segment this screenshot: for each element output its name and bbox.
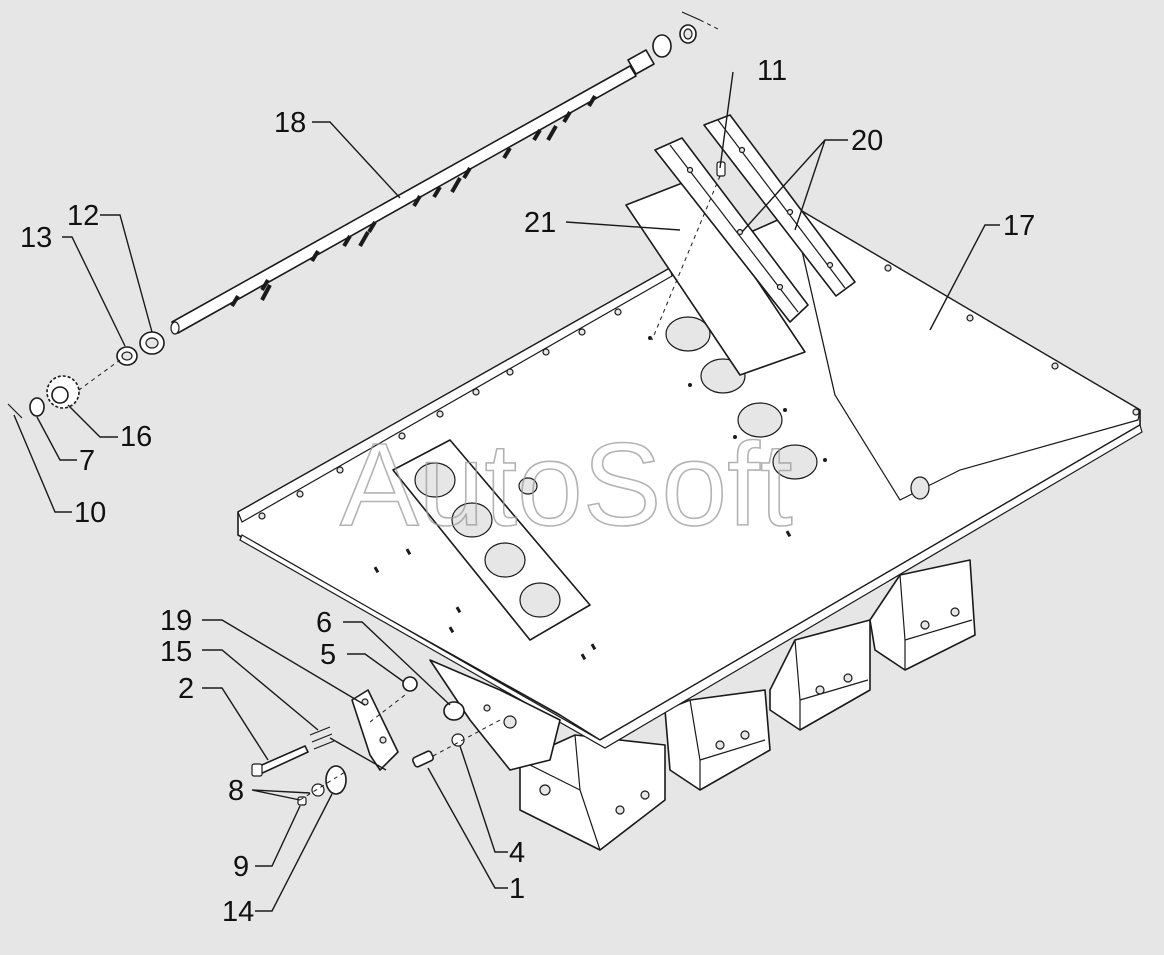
nut-4 bbox=[451, 733, 465, 747]
housing-3 bbox=[769, 619, 871, 731]
shaft-tines bbox=[230, 94, 597, 308]
washer-7 bbox=[29, 397, 45, 417]
strips-20 bbox=[654, 114, 856, 323]
nut-6 bbox=[443, 701, 465, 721]
callout-18: 18 bbox=[274, 107, 306, 139]
callout-8: 8 bbox=[228, 775, 244, 807]
callout-11: 11 bbox=[757, 55, 787, 87]
callout-5: 5 bbox=[320, 639, 336, 671]
spring-15 bbox=[309, 726, 335, 750]
callout-6: 6 bbox=[316, 607, 332, 639]
bushing-14 bbox=[325, 765, 347, 795]
shaft-18 bbox=[170, 11, 721, 335]
bolt-1 bbox=[412, 750, 434, 768]
callout-16: 16 bbox=[120, 421, 152, 453]
nut-5 bbox=[402, 676, 418, 692]
callout-17: 17 bbox=[1003, 210, 1035, 242]
tray-openings bbox=[518, 316, 818, 495]
housing-1 bbox=[519, 734, 666, 851]
drive-parts-left bbox=[7, 331, 165, 419]
callout-12: 12 bbox=[67, 200, 99, 232]
callout-9: 9 bbox=[233, 851, 249, 883]
sprocket-16 bbox=[46, 375, 80, 409]
tensioner-hardware bbox=[251, 676, 501, 806]
front-side-bracket bbox=[429, 659, 561, 771]
housing-2 bbox=[664, 689, 771, 791]
callout-2: 2 bbox=[178, 673, 194, 705]
callout-4: 4 bbox=[509, 837, 525, 869]
leader-lines bbox=[13, 71, 1000, 912]
tray-chute-wall bbox=[794, 219, 1139, 501]
bolt-2 bbox=[254, 745, 309, 776]
flange-holes bbox=[258, 264, 1140, 520]
callout-20: 20 bbox=[851, 125, 883, 157]
under-housings bbox=[519, 559, 976, 851]
slotted-strip-plate bbox=[392, 439, 591, 641]
callout-13: 13 bbox=[20, 222, 52, 254]
callout-10: 10 bbox=[74, 497, 106, 529]
watermark: AutoSoft bbox=[340, 419, 793, 551]
callout-1: 1 bbox=[509, 873, 525, 905]
callout-numbers: 11 20 21 17 18 12 13 16 7 10 19 15 2 8 9… bbox=[20, 55, 1035, 928]
tray-assembly bbox=[237, 209, 1143, 771]
callout-19: 19 bbox=[160, 605, 192, 637]
tray-back-flange bbox=[237, 267, 673, 523]
tray-front-lip bbox=[239, 424, 1143, 749]
bracket-19 bbox=[351, 689, 399, 771]
pin-10 bbox=[7, 403, 23, 419]
callout-14: 14 bbox=[222, 896, 254, 928]
callout-21: 21 bbox=[524, 207, 556, 239]
callout-7: 7 bbox=[79, 445, 95, 477]
callout-15: 15 bbox=[160, 636, 192, 668]
nut-9 bbox=[297, 796, 307, 806]
